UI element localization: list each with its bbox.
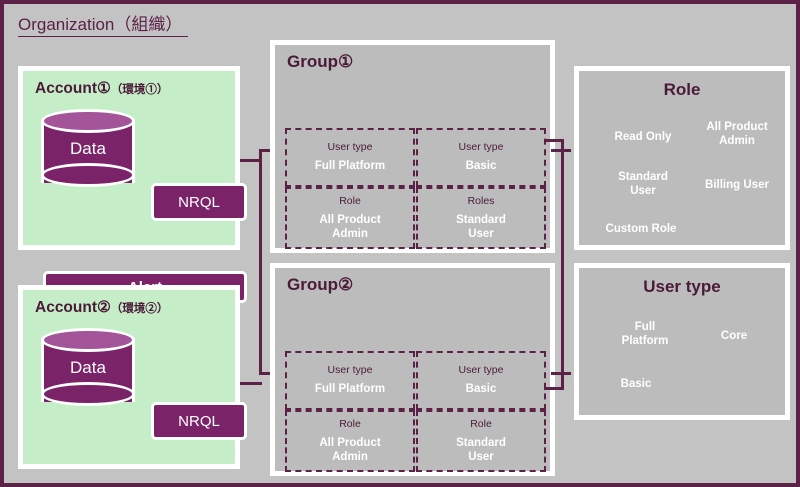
group1-cell-usertype-2[interactable]: User type Basic	[416, 128, 546, 187]
cylinder-top-ellipse	[41, 328, 135, 352]
cell-value: Basic	[465, 160, 497, 173]
cell-value: Full Platform	[314, 160, 386, 173]
cell-value: Basic	[465, 383, 497, 396]
connector-role-panel-in	[544, 139, 564, 142]
connector-usertype-panel-in	[544, 387, 564, 390]
cell-caption: Roles	[467, 195, 495, 208]
group2-cell-usertype-2[interactable]: User type Basic	[416, 351, 546, 410]
cell-caption: User type	[327, 364, 373, 377]
data-label-2: Data	[70, 358, 106, 377]
cylinder-bottom-ellipse	[41, 382, 135, 406]
usertype-item-basic: Basic	[620, 378, 652, 390]
data-cylinder-2: Data	[41, 328, 135, 412]
connector-account1-stub	[240, 159, 262, 162]
nrql-label-1: NRQL	[178, 193, 220, 211]
account-name-2: Account②	[35, 299, 111, 316]
cell-caption: User type	[458, 364, 504, 377]
cylinder-top-ellipse	[41, 109, 135, 133]
data-cylinder-1: Data	[41, 109, 135, 193]
cell-value: Full Platform	[314, 383, 386, 396]
cell-caption: Role	[339, 195, 361, 208]
data-label-1: Data	[70, 139, 106, 158]
role-item-read-only: Read Only	[614, 131, 672, 143]
cylinder-bottom-ellipse	[41, 163, 135, 187]
role-item-billing-user: Billing User	[705, 179, 769, 191]
group-title-2: Group②	[287, 275, 354, 294]
connector-left-trunk	[259, 149, 262, 375]
account-box-2[interactable]: Account②（環境②） Data NRQL Alert	[18, 285, 247, 469]
group-box-2[interactable]: Group② User type Full Platform User type…	[270, 263, 555, 476]
group-title-1: Group①	[287, 52, 354, 71]
account-name-1: Account①	[35, 80, 111, 97]
nrql-box-1[interactable]: NRQL	[151, 183, 247, 221]
role-panel-title: Role	[663, 80, 701, 99]
group1-cell-usertype-1[interactable]: User type Full Platform	[285, 128, 415, 187]
cell-caption: User type	[327, 141, 373, 154]
organization-title: Organization（組織）	[18, 10, 189, 37]
cell-caption: Role	[470, 418, 492, 431]
cell-caption: User type	[458, 141, 504, 154]
connector-account2-stub	[240, 382, 262, 385]
account-env-1: （環境①）	[110, 84, 169, 96]
role-item-custom-role: Custom Role	[605, 223, 677, 235]
account-title-2: Account②（環境②）	[35, 298, 168, 317]
account-title-1: Account①（環境①）	[35, 79, 168, 98]
group2-cell-usertype-1[interactable]: User type Full Platform	[285, 351, 415, 410]
nrql-label-2: NRQL	[178, 412, 220, 430]
cell-caption: Role	[339, 418, 361, 431]
group-box-1[interactable]: Group① User type Full Platform User type…	[270, 40, 555, 253]
usertype-item-core: Core	[720, 330, 748, 342]
connector-right-trunk	[561, 139, 564, 390]
account-env-2: （環境②）	[110, 303, 169, 315]
nrql-box-2[interactable]: NRQL	[151, 402, 247, 440]
account-box-1[interactable]: Account①（環境①） Data NRQL Alert	[18, 66, 247, 303]
usertype-panel-title: User type	[643, 277, 721, 296]
